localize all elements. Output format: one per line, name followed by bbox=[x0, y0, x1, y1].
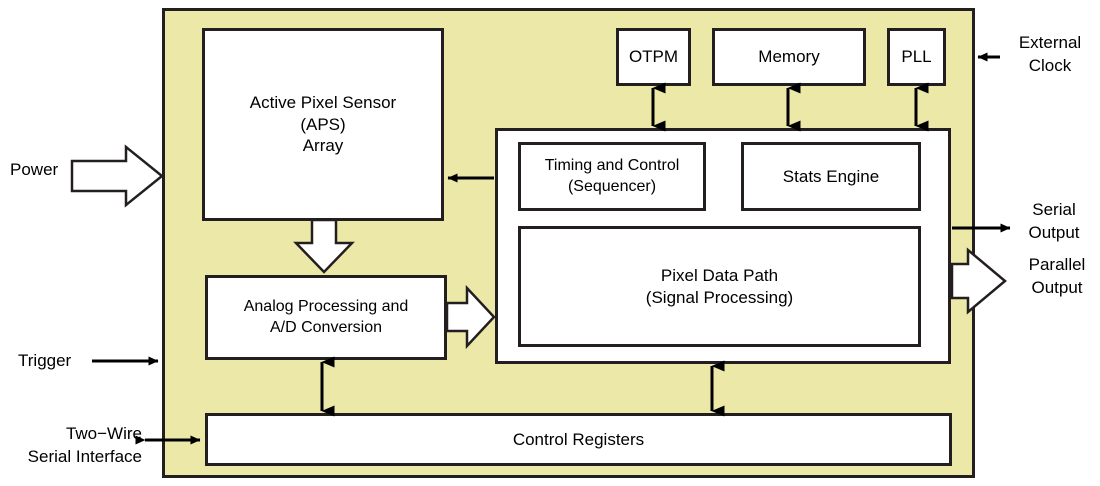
serial-output-line-2: Output bbox=[1028, 222, 1080, 242]
label-serial-output: Serial Output bbox=[1019, 199, 1089, 245]
parallel-output-line-2: Output bbox=[1031, 277, 1083, 297]
two-wire-line-2: Serial Interface bbox=[27, 446, 142, 466]
aps-line-2: (APS) bbox=[300, 114, 346, 134]
analog-line-1: Analog Processing and bbox=[243, 298, 409, 316]
datapath-line-2: (Signal Processing) bbox=[645, 287, 794, 307]
timing-line-1: Timing and Control bbox=[544, 157, 680, 175]
block-pll[interactable]: PLL bbox=[887, 28, 946, 86]
label-two-wire-serial-interface: Two−Wire Serial Interface bbox=[14, 423, 142, 469]
block-timing-and-control[interactable]: Timing and Control (Sequencer) bbox=[518, 142, 706, 211]
datapath-line-1: Pixel Data Path bbox=[660, 265, 779, 285]
label-parallel-output: Parallel Output bbox=[1016, 254, 1098, 300]
power-line-1: Power bbox=[10, 160, 59, 179]
aps-line-1: Active Pixel Sensor bbox=[249, 92, 397, 112]
two-wire-line-1: Two−Wire bbox=[65, 424, 142, 443]
block-analog-processing-adc[interactable]: Analog Processing and A/D Conversion bbox=[205, 275, 447, 360]
control-registers-label: Control Registers bbox=[512, 429, 645, 449]
memory-label: Memory bbox=[758, 47, 820, 67]
parallel-output-line-1: Parallel bbox=[1028, 255, 1086, 274]
block-otpm[interactable]: OTPM bbox=[616, 28, 691, 86]
external-clock-line-2: Clock bbox=[1028, 55, 1072, 75]
label-power: Power bbox=[10, 159, 58, 182]
block-control-registers[interactable]: Control Registers bbox=[205, 413, 952, 466]
trigger-line-1: Trigger bbox=[18, 351, 72, 370]
block-memory[interactable]: Memory bbox=[712, 28, 866, 86]
timing-line-2: (Sequencer) bbox=[567, 177, 657, 195]
external-clock-line-1: External bbox=[1018, 33, 1082, 52]
analog-line-2: A/D Conversion bbox=[269, 318, 383, 336]
block-active-pixel-sensor-array[interactable]: Active Pixel Sensor (APS) Array bbox=[202, 28, 444, 221]
serial-output-line-1: Serial bbox=[1032, 200, 1076, 219]
pll-label: PLL bbox=[901, 47, 932, 67]
connector-power-in bbox=[70, 144, 164, 208]
block-stats-engine[interactable]: Stats Engine bbox=[741, 142, 921, 211]
label-external-clock: External Clock bbox=[1009, 32, 1091, 78]
aps-line-3: Array bbox=[302, 136, 344, 156]
stats-label: Stats Engine bbox=[782, 166, 880, 186]
label-trigger: Trigger bbox=[18, 350, 71, 373]
block-pixel-data-path[interactable]: Pixel Data Path (Signal Processing) bbox=[518, 226, 921, 347]
otpm-label: OTPM bbox=[628, 47, 679, 67]
